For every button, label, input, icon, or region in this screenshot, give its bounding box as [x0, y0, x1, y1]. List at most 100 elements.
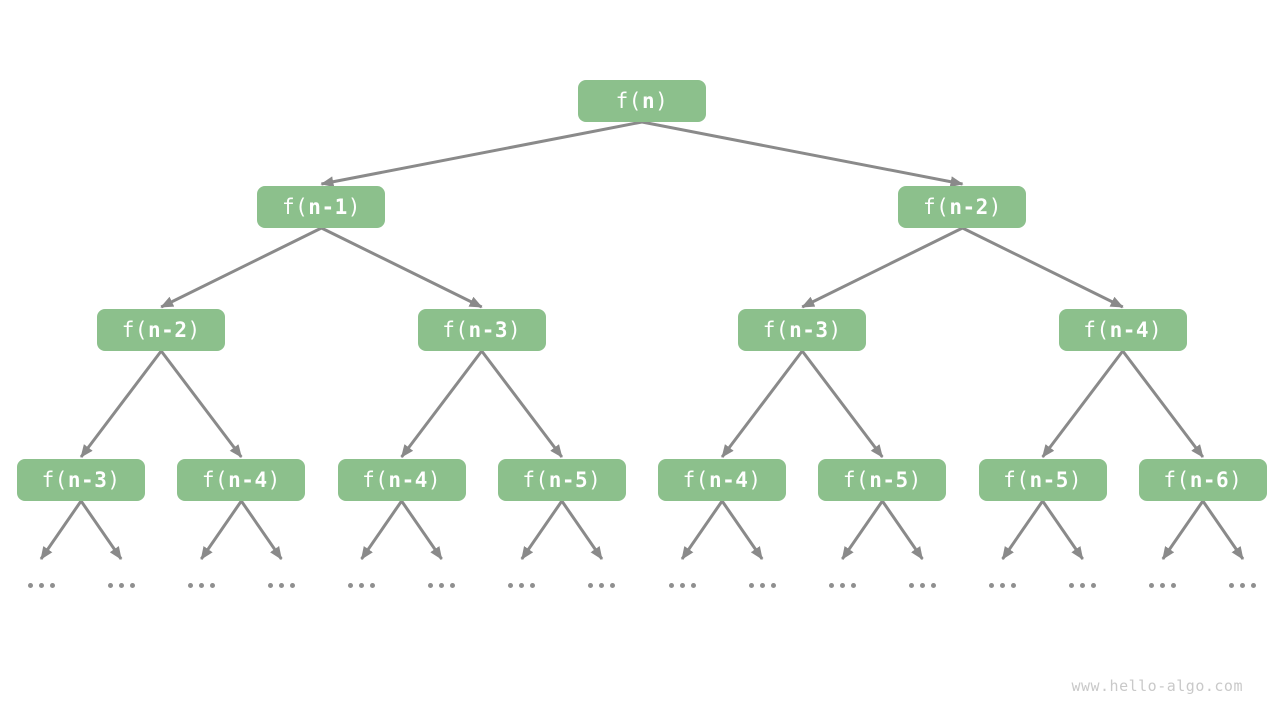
ellipsis-dot: [1229, 582, 1235, 588]
tree-edge-arrow: [1121, 350, 1205, 458]
ellipsis-dot: [1091, 582, 1097, 588]
ellipsis-dot: [989, 582, 995, 588]
tree-edge-arrow: [360, 500, 403, 560]
ellipsis-dot: [759, 582, 765, 588]
ellipsis-dot: [828, 582, 834, 588]
ellipsis-dot: [289, 582, 295, 588]
tree-edge-arrow: [480, 350, 564, 458]
ellipsis-dot: [668, 582, 674, 588]
ellipsis-dot: [278, 582, 284, 588]
ellipsis-dot: [588, 582, 594, 588]
tree-node: f(n-5): [978, 459, 1107, 501]
ellipsis-dot: [679, 582, 685, 588]
ellipsis: [508, 582, 536, 588]
tree-edge-arrow: [1041, 500, 1084, 560]
tree-edge-arrow: [400, 350, 483, 458]
tree-node: f(n-5): [818, 459, 947, 501]
ellipsis: [1149, 582, 1177, 588]
tree-edge-arrow: [400, 500, 443, 560]
ellipsis: [828, 582, 856, 588]
ellipsis-dot: [1240, 582, 1246, 588]
tree-edge-arrow: [841, 500, 884, 560]
ellipsis-dot: [919, 582, 925, 588]
tree-node: f(n-4): [177, 459, 306, 501]
tree-edge-arrow: [200, 500, 243, 560]
tree-node: f(n-3): [738, 309, 867, 351]
tree-edge-arrow: [39, 500, 83, 560]
tree-edge-arrow: [79, 500, 123, 560]
ellipsis-dot: [118, 582, 124, 588]
tree-edge-arrow: [720, 350, 804, 458]
tree-edge-arrow: [720, 500, 764, 560]
ellipsis-dot: [839, 582, 845, 588]
ellipsis-dot: [1000, 582, 1006, 588]
ellipsis-dot: [450, 582, 456, 588]
tree-edge-arrow: [641, 120, 964, 188]
ellipsis-dot: [850, 582, 856, 588]
ellipsis-dot: [209, 582, 215, 588]
ellipsis: [989, 582, 1017, 588]
tree-edge-arrow: [1201, 500, 1245, 560]
ellipsis-dot: [1171, 582, 1177, 588]
ellipsis-dot: [107, 582, 113, 588]
ellipsis: [748, 582, 776, 588]
ellipsis: [267, 582, 295, 588]
ellipsis: [668, 582, 696, 588]
ellipsis-dot: [530, 582, 536, 588]
tree-node: f(n-5): [497, 459, 626, 501]
tree-edge-arrow: [1041, 350, 1124, 458]
tree-node: f(n-3): [17, 459, 146, 501]
tree-edge-arrow: [680, 500, 724, 560]
tree-edge-arrow: [520, 500, 564, 560]
ellipsis-dot: [1069, 582, 1075, 588]
ellipsis-dot: [359, 582, 365, 588]
ellipsis-dot: [599, 582, 605, 588]
watermark: www.hello-algo.com: [1071, 677, 1243, 695]
tree-edge-arrow: [160, 226, 323, 309]
ellipsis-dot: [1251, 582, 1257, 588]
ellipsis-dot: [198, 582, 204, 588]
tree-node: f(n-6): [1138, 459, 1267, 501]
tree-edge-arrow: [320, 120, 643, 188]
ellipsis-dot: [908, 582, 914, 588]
tree-node: f(n-4): [337, 459, 466, 501]
ellipsis-dot: [348, 582, 354, 588]
tree-edge-arrow: [1001, 500, 1044, 560]
tree-node: f(n-2): [898, 186, 1027, 228]
ellipsis-dot: [38, 582, 44, 588]
ellipsis-dot: [1011, 582, 1017, 588]
ellipsis: [1069, 582, 1097, 588]
ellipsis: [908, 582, 936, 588]
ellipsis-dot: [49, 582, 55, 588]
ellipsis: [1229, 582, 1257, 588]
tree-node: f(n-4): [658, 459, 787, 501]
ellipsis-dot: [1149, 582, 1155, 588]
tree-edge-arrow: [159, 350, 243, 458]
ellipsis-dot: [610, 582, 616, 588]
tree-edge-arrow: [801, 226, 964, 309]
ellipsis: [27, 582, 55, 588]
tree-node: f(n-4): [1058, 309, 1187, 351]
ellipsis-dot: [428, 582, 434, 588]
tree-edge-arrow: [560, 500, 604, 560]
ellipsis-dot: [508, 582, 514, 588]
ellipsis-dot: [748, 582, 754, 588]
ellipsis: [348, 582, 376, 588]
tree-edge-arrow: [801, 350, 884, 458]
ellipsis-dot: [1080, 582, 1086, 588]
tree-edge-arrow: [881, 500, 924, 560]
ellipsis-dot: [690, 582, 696, 588]
tree-edge-arrow: [1161, 500, 1205, 560]
ellipsis-dot: [519, 582, 525, 588]
ellipsis-dot: [27, 582, 33, 588]
tree-edge-arrow: [320, 226, 483, 309]
ellipsis-dot: [1160, 582, 1166, 588]
tree-edge-arrow: [961, 226, 1124, 309]
ellipsis-dot: [370, 582, 376, 588]
ellipsis: [187, 582, 215, 588]
ellipsis: [588, 582, 616, 588]
ellipsis-dot: [770, 582, 776, 588]
tree-node: f(n-3): [417, 309, 546, 351]
